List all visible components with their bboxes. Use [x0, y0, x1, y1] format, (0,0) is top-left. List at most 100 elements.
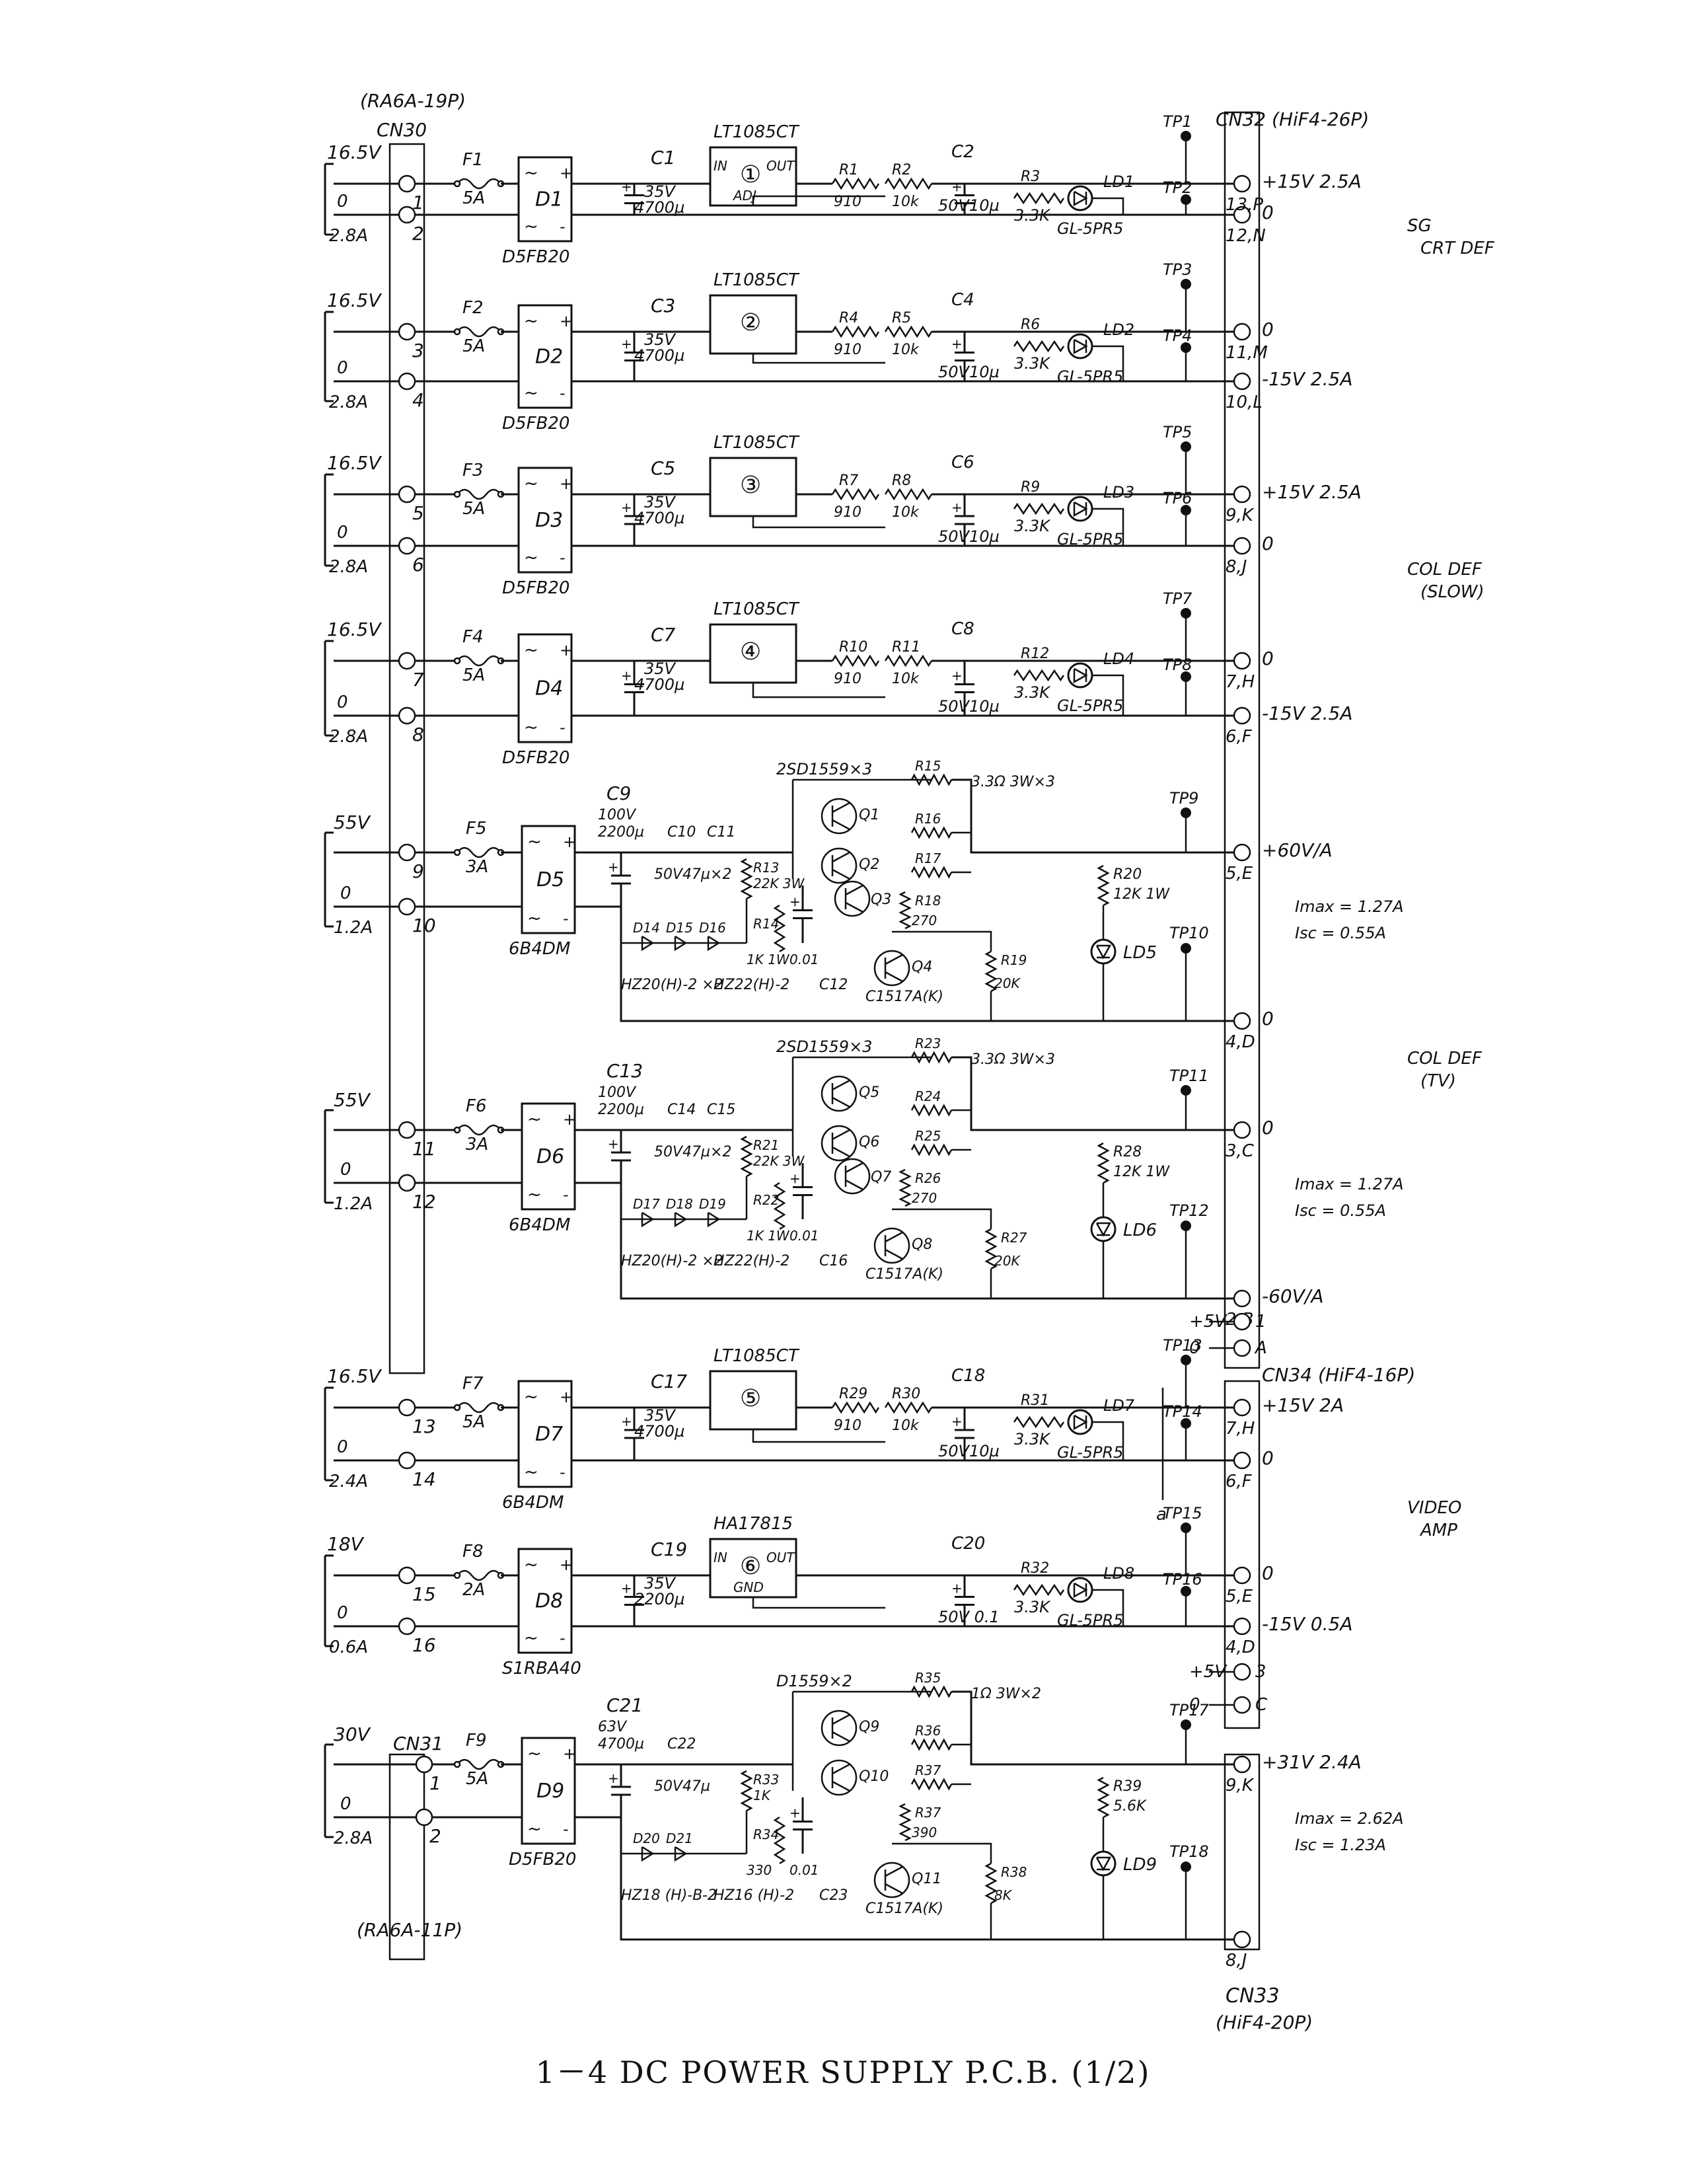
sec6-out-pin-b-label: 4,D	[1226, 1638, 1255, 1657]
sec2-cn-pin-b-label: 4	[412, 389, 424, 411]
hv2-q3-collector	[845, 1162, 863, 1174]
sec3-cn-pin-b-label: 6	[412, 554, 424, 576]
hv3-led-res-name: R39	[1113, 1778, 1142, 1795]
cn31-type: (RA6A-11P)	[357, 1919, 462, 1941]
hv2-led-triangle	[1095, 1222, 1112, 1237]
sec2-input-current: 2.8A	[329, 393, 368, 412]
sec3-filter-cap-name: C5	[651, 457, 675, 479]
sec4-input-voltage: 16.5V	[327, 619, 382, 640]
hv1-tp-b	[1181, 943, 1191, 954]
hv3-pd-res-value: 8K	[994, 1887, 1013, 1903]
sec5-tp-b	[1181, 1418, 1191, 1429]
sec3-input-current: 2.8A	[329, 557, 368, 577]
sec4-res-a-value: 910	[834, 671, 861, 687]
hv3-out-a-label: +31V 2.4A	[1262, 1751, 1362, 1773]
hv1-cn-pin-b	[398, 897, 416, 916]
hv3-q1-name: Q9	[859, 1719, 879, 1735]
sec1-regulator-out: OUT	[766, 158, 795, 174]
sec4-res-a	[831, 654, 880, 667]
hv1-q1-name: Q1	[859, 807, 879, 823]
sec6-tp-a-name: TP15	[1163, 1504, 1202, 1523]
group-crt_def-line-2: CRT DEF	[1420, 239, 1495, 258]
sec5-led-res-value: 3.3K	[1014, 1430, 1051, 1449]
hv2-input-current: 1.2A	[334, 1194, 373, 1214]
hv1-out-pin-a-label: 5,E	[1226, 864, 1253, 884]
hv2-input-zero: 0	[340, 1160, 351, 1180]
sec6-out-pin-a	[1233, 1566, 1251, 1585]
sec1-tp-b	[1181, 194, 1191, 205]
cn31-name: CN31	[393, 1733, 443, 1754]
sec4-cn-pin-a	[398, 652, 416, 670]
hv3-zener-part-a: HZ18 (H)-B-2	[621, 1887, 717, 1904]
hv1-emit-res-2-name: R16	[915, 811, 941, 827]
sec2-out-cap-name: C4	[951, 290, 974, 310]
hv2-out-a-label: 0	[1262, 1117, 1274, 1139]
hv1-input-voltage: 55V	[334, 811, 371, 833]
sec1-bridge-minus: -	[560, 217, 566, 236]
sec1-fuse-rating: 5A	[462, 188, 485, 208]
hv2-cap-pair-value: 50V47µ×2	[654, 1144, 731, 1160]
hv1-pd-wire	[892, 930, 992, 952]
sec6-cn-pin-b	[398, 1617, 416, 1636]
sec4-input-zero: 0	[337, 693, 348, 712]
sec3-regulator-part: LT1085CT	[714, 433, 800, 453]
sec2-adj-feedback	[752, 354, 885, 364]
hv1-cn-pin-a	[398, 843, 416, 862]
hv1-bias-res	[740, 858, 753, 900]
sec6-filter-cap-polarity: +	[621, 1581, 632, 1597]
hv2-zener-2	[674, 1211, 688, 1228]
hv1-q1-emitter	[832, 819, 850, 831]
sec1-regulator-number: ①	[740, 161, 761, 188]
hv1-bridge-part: 6B4DM	[509, 939, 570, 959]
hv3-bridge	[521, 1737, 576, 1845]
sec4-out-pin-b-label: 6,F	[1226, 727, 1253, 747]
hv3-cap-pair-value: 50V47µ	[654, 1778, 710, 1795]
sec4-filter-cap-value: 4700µ	[634, 675, 684, 694]
hv2-fuse-name: F6	[466, 1096, 487, 1116]
hv2-imax: Imax = 1.27A	[1295, 1175, 1404, 1193]
hv1-bias-res-name: R13	[753, 860, 779, 876]
hv1-emit-res-1-name: R15	[915, 758, 941, 774]
hv2-tp-b	[1181, 1221, 1191, 1231]
sec6-fuse-name: F8	[462, 1542, 484, 1562]
hv1-bridge-ac-b: ~	[527, 909, 542, 928]
sec5-fuse	[457, 1402, 501, 1413]
hv2-sense-res-value: 270	[912, 1190, 937, 1206]
hv1-emit-res-1	[910, 773, 953, 786]
sec5-fuse-name: F7	[462, 1374, 484, 1394]
hv2-base-res	[773, 1182, 786, 1230]
sec5-regulator-part: LT1085CT	[714, 1346, 800, 1366]
sec4-cn-pin-b-label: 8	[412, 724, 424, 745]
sec2-cn-pin-a	[398, 322, 416, 341]
sec6-bridge-plus: +	[560, 1556, 573, 1574]
sec2-regulator-number: ②	[740, 309, 761, 336]
sec2-tp-a-name: TP3	[1163, 260, 1192, 279]
sec1-tp-b-name: TP2	[1163, 178, 1192, 197]
hv1-base-res-value: 1K 1W	[747, 952, 790, 967]
hv1-cn-pin-b-label: 10	[412, 915, 436, 936]
sec2-filter-cap-name: C3	[651, 295, 675, 317]
hv2-cn-pin-b-label: 12	[412, 1191, 436, 1213]
sec2-out-pin-b-label: 10,L	[1226, 393, 1263, 412]
sec1-bridge-name: D1	[535, 188, 563, 211]
cn32-name: CN32 (HiF4-26P)	[1216, 108, 1369, 130]
sec3-led-triangle	[1073, 501, 1088, 517]
hv2-zener-3-name: D19	[699, 1196, 726, 1212]
sec4-filter-cap-voltage: 35V	[644, 659, 677, 678]
sec1-out-pin-b-label: 12,N	[1226, 226, 1266, 246]
sec3-out-cap-value: 50V10µ	[938, 527, 1000, 546]
sec6-led-part: GL-5PR5	[1057, 1611, 1123, 1630]
hv3-emit-res-3-name: R37	[915, 1762, 941, 1778]
hv3-base-cap-value: 0.01	[789, 1862, 819, 1878]
sec5-fuse-end-a	[453, 1404, 461, 1412]
sec6-out-pin-b	[1233, 1617, 1251, 1636]
hv3-bias-res-name: R33	[753, 1772, 779, 1788]
hv3-filter-cap-name: C21	[606, 1694, 643, 1716]
hv2-q1-collector	[832, 1079, 850, 1091]
hv2-q4-collector	[885, 1231, 903, 1243]
sec4-regulator-part: LT1085CT	[714, 599, 800, 619]
sec2-led-name: LD2	[1103, 320, 1134, 339]
sec2-res-a-name: R4	[839, 310, 858, 326]
sec4-out-b-label: -15V 2.5A	[1262, 702, 1352, 724]
hv1-q3-name: Q3	[871, 891, 891, 908]
